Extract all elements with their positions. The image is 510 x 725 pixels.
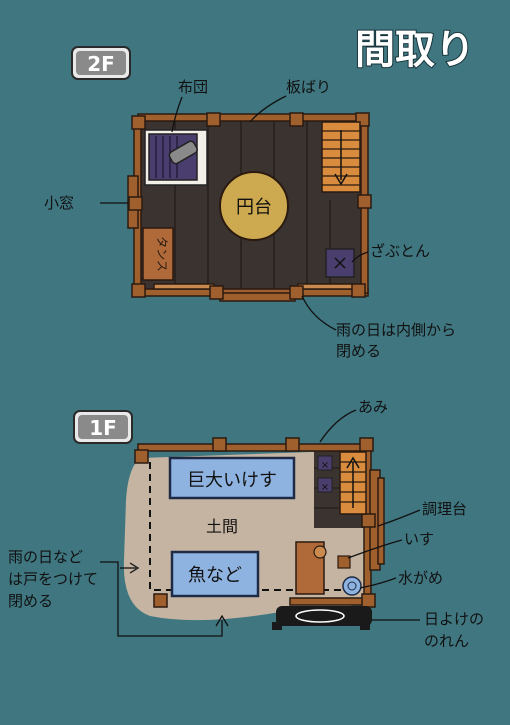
fish-tank: 巨大いけす (168, 456, 296, 500)
futon-label: 布団 (178, 78, 208, 96)
cooking-counter (295, 541, 327, 595)
second-floor-annotations: 布団 板ばり 小窓 ざぶとん 雨の日は内側から 閉める (44, 78, 456, 360)
cushion-icon (325, 248, 355, 278)
rain-door-label-line2: は戸をつけて (8, 570, 98, 588)
rain-door-label-line3: 閉める (8, 592, 53, 610)
counter-label: 調理台 (422, 500, 467, 518)
chair-icon (337, 555, 351, 569)
small-window-label: 小窓 (44, 194, 74, 212)
first-floor-plan: 巨大いけす 魚など 土間 × × (123, 437, 385, 630)
fish-tank-label: 巨大いけす (187, 470, 277, 491)
title: 間取り (355, 27, 475, 73)
svg-text:×: × (321, 482, 329, 493)
first-floor-annotations: あみ 調理台 いす 水がめ 日よけの のれん 雨の日など は戸をつけて 閉める (8, 398, 484, 650)
round-table: 円台 (219, 171, 289, 241)
sun-curtain (272, 606, 372, 630)
floorboards-label: 板ばり (286, 78, 331, 96)
fish-box-label: 魚など (188, 565, 242, 586)
rain-close-label-line2: 閉める (336, 342, 381, 360)
badge-2f-label: 2F (87, 52, 115, 76)
second-floor-plan: 円台 タンス (127, 112, 372, 302)
net-icon: × × (317, 455, 333, 493)
tansu-label: タンス (155, 236, 169, 272)
badge-2f: 2F (71, 46, 131, 80)
badge-1f-label: 1F (89, 416, 117, 440)
rain-close-label-line1: 雨の日は内側から (336, 321, 456, 339)
svg-text:×: × (321, 460, 329, 471)
cushion-label: ざぶとん (370, 242, 430, 260)
fish-box: 魚など (170, 550, 260, 598)
first-floor-stairs (339, 451, 367, 515)
net-label: あみ (358, 398, 388, 416)
round-table-label: 円台 (236, 197, 272, 218)
badge-1f: 1F (73, 410, 133, 444)
water-jar-label: 水がめ (398, 569, 443, 587)
tansu-chest: タンス (142, 227, 174, 281)
second-floor-stairs (321, 121, 361, 193)
curtain-label-line2: のれん (424, 632, 469, 650)
futon-icon (144, 129, 208, 186)
rain-door-label-line1: 雨の日など (8, 548, 83, 566)
water-jar-icon (342, 576, 362, 596)
chair-label: いす (404, 530, 434, 548)
doma-label: 土間 (206, 517, 238, 536)
curtain-label-line1: 日よけの (424, 610, 484, 628)
